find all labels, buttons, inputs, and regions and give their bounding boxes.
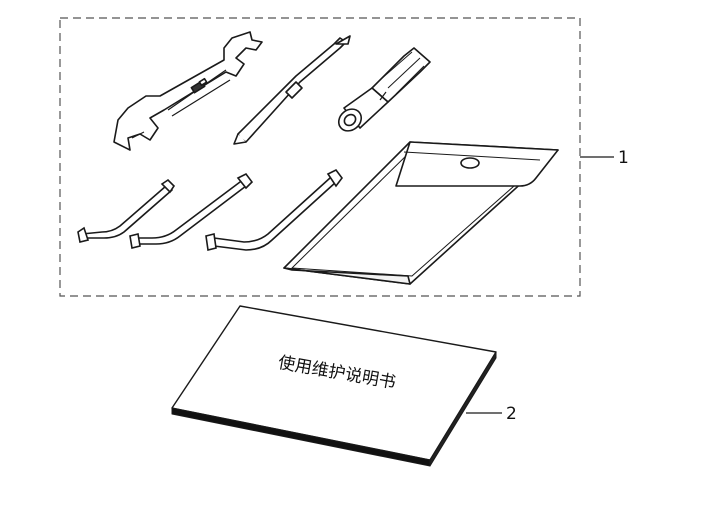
tool-pouch: [283, 141, 559, 285]
callout-label-2: 2: [506, 404, 517, 424]
callout-2: 2: [466, 404, 517, 424]
callout-label-1: 1: [618, 148, 629, 168]
callout-1: 1: [580, 148, 629, 168]
screwdriver-bit: [233, 35, 351, 145]
tool-kit-group-frame: [59, 17, 581, 297]
hex-key-small: [77, 178, 176, 243]
owners-manual: 使用维护说明书: [171, 305, 497, 467]
hex-key-large: [205, 168, 343, 251]
socket-wrench-handle: [337, 47, 431, 132]
open-end-wrench: [113, 31, 263, 151]
hex-key-medium: [129, 172, 254, 249]
